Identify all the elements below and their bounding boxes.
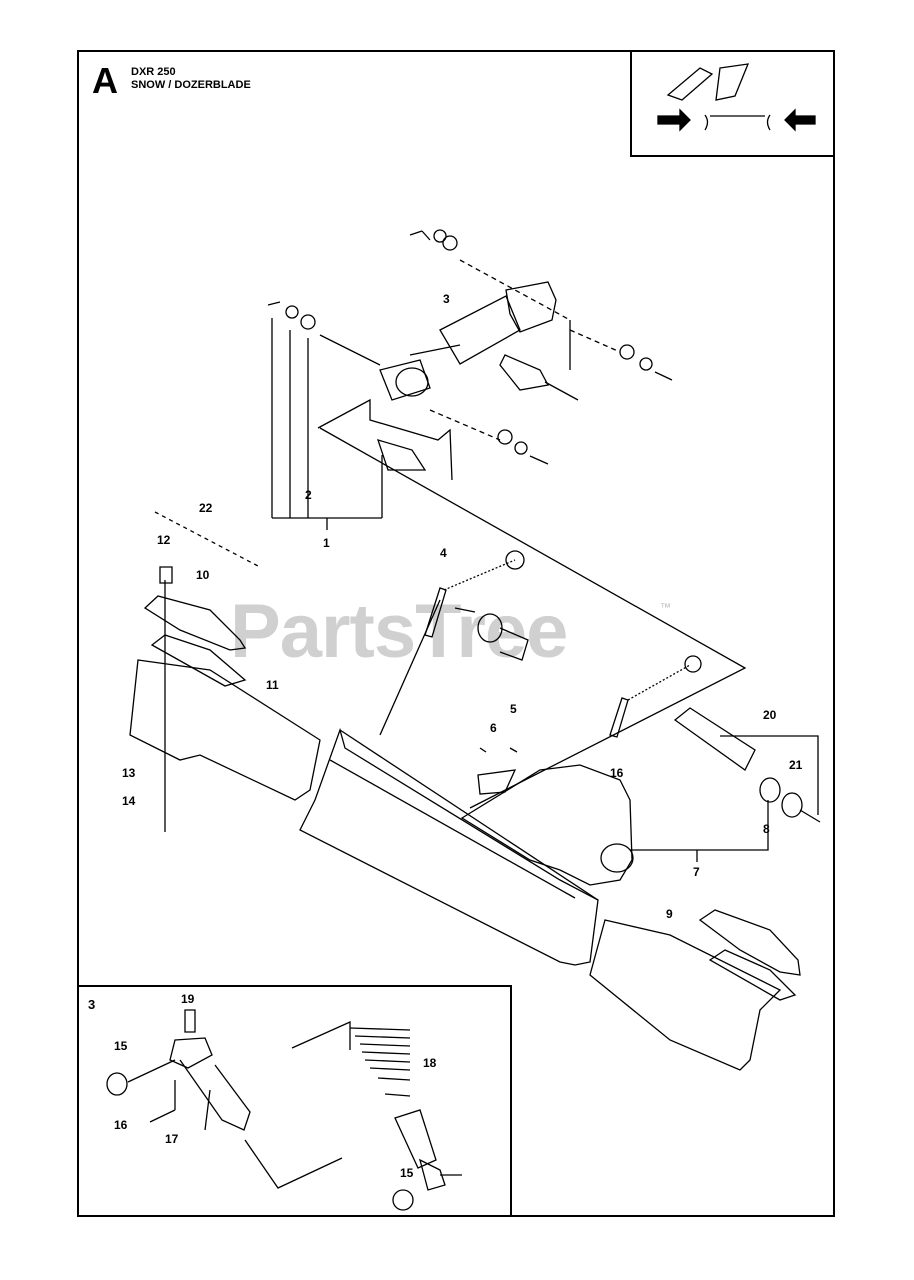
hydraulic-cylinder (267, 229, 673, 530)
callout-13: 13 (122, 766, 136, 780)
callout-16-main: 16 (610, 766, 624, 780)
orientation-icon (657, 63, 816, 132)
callout-7: 7 (693, 865, 700, 879)
side-pin (673, 707, 821, 823)
callout-2: 2 (305, 488, 312, 502)
callout-11: 11 (266, 678, 279, 692)
main-blade (299, 727, 599, 966)
assembly-name: SNOW / DOZERBLADE (131, 79, 251, 91)
callout-3: 3 (443, 292, 450, 306)
left-blade-extension (129, 566, 321, 832)
section-letter: A (92, 60, 118, 101)
orientation-inset (630, 50, 835, 157)
detail-inset-label: 3 (88, 997, 96, 1012)
watermark-trademark: ™ (660, 602, 671, 614)
callout-10: 10 (196, 568, 210, 582)
callout-19: 19 (181, 992, 195, 1006)
callout-21: 21 (789, 758, 803, 772)
callout-15-right: 15 (400, 1166, 414, 1180)
callout-8: 8 (763, 822, 770, 836)
watermark: PartsTree (230, 589, 568, 674)
callout-15-left: 15 (114, 1039, 128, 1053)
callout-12: 12 (157, 533, 171, 547)
blade-mount-frame (460, 747, 769, 886)
callout-1: 1 (323, 536, 330, 550)
callout-5: 5 (510, 702, 517, 716)
callout-4: 4 (440, 546, 447, 560)
callout-9: 9 (666, 907, 673, 921)
callout-20: 20 (763, 708, 777, 722)
callout-18: 18 (423, 1056, 437, 1070)
callout-14: 14 (122, 794, 136, 808)
detail-inset-parts (106, 1009, 462, 1211)
assembly-leader-lines (154, 427, 747, 809)
callout-6: 6 (490, 721, 497, 735)
model-name: DXR 250 (131, 66, 176, 78)
callout-22: 22 (199, 501, 213, 515)
drawing-frame (77, 50, 835, 1217)
callout-16-inset: 16 (114, 1118, 128, 1132)
callout-17: 17 (165, 1132, 179, 1146)
detail-inset (77, 985, 512, 1217)
right-blade-extension (589, 909, 801, 1071)
pin-assembly (379, 550, 702, 738)
model-title: DXR 250 SNOW / DOZERBLADE (131, 66, 251, 92)
